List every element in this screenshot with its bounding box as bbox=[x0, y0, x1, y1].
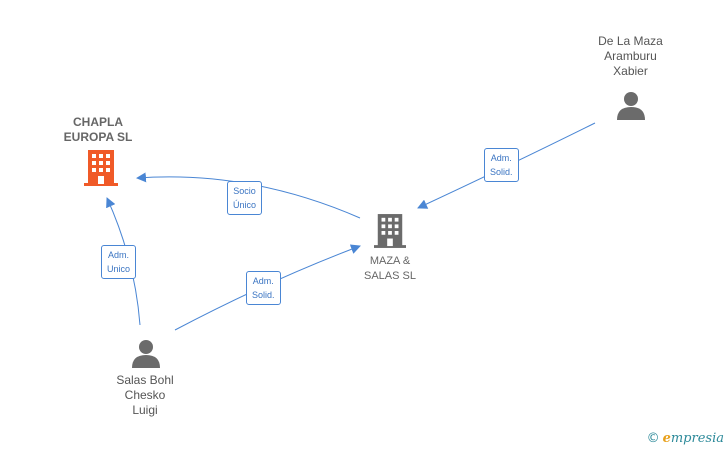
person-icon bbox=[132, 340, 160, 368]
person-icon bbox=[617, 92, 645, 120]
edge-label-adm-unico: Adm. Unico bbox=[101, 245, 137, 279]
person-label-de-la-maza[interactable]: De La Maza Aramburu Xabier bbox=[598, 34, 663, 78]
empresia-watermark: ©empresia bbox=[647, 431, 724, 446]
building-icon bbox=[84, 150, 118, 186]
company-label-maza-salas[interactable]: MAZA & SALAS SL bbox=[364, 255, 416, 282]
company-label-chapla-europa[interactable]: CHAPLA EUROPA SL bbox=[63, 115, 133, 144]
copyright-symbol: © bbox=[646, 431, 660, 446]
edge-label-adm-solid-delamaza: Adm. Solid. bbox=[484, 148, 519, 182]
edge-label-adm-solid-salas: Adm. Solid. bbox=[246, 271, 281, 305]
brand-name: mpresia bbox=[670, 431, 724, 446]
edge-label-socio-unico: Socio Único bbox=[227, 181, 263, 215]
brand-initial: e bbox=[662, 431, 671, 446]
person-label-salas-bohl[interactable]: Salas Bohl Chesko Luigi bbox=[116, 373, 174, 417]
building-icon bbox=[374, 214, 406, 248]
